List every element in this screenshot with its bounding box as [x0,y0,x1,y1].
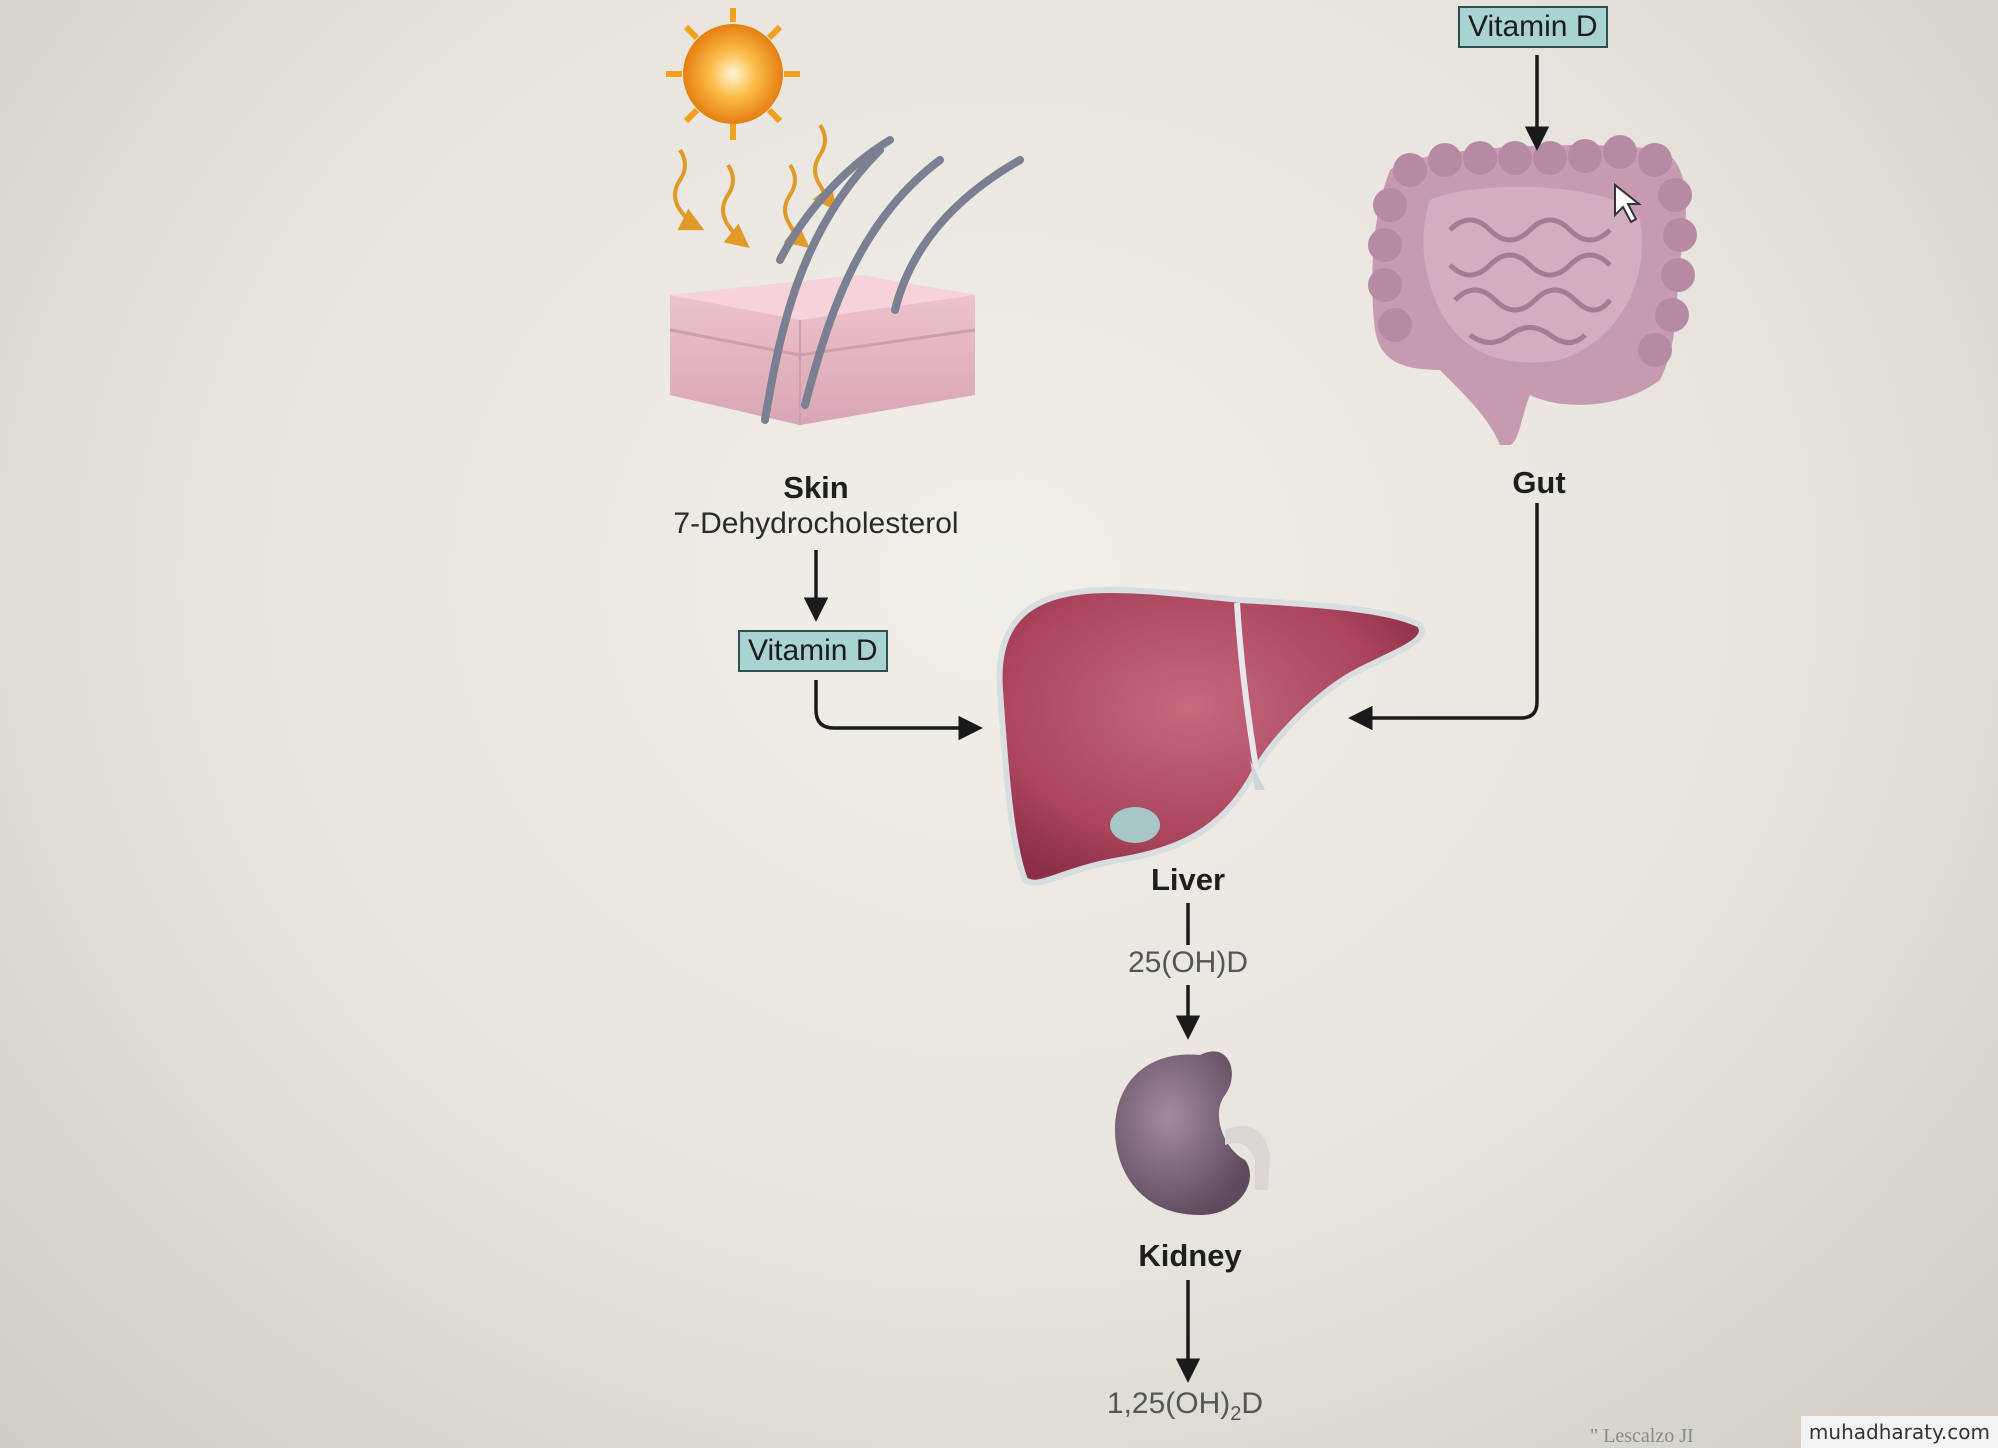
kidney-product-main: 1,25(OH) [1106,1387,1231,1420]
cursor-icon [1614,182,1642,224]
kidney-illustration [1115,1051,1270,1215]
kidney-label: Kidney [1138,1238,1242,1273]
liver-product-label: 25(OH)D [1127,946,1249,979]
gut-label: Gut [1512,465,1566,500]
watermark: muhadharaty.com [1800,1416,1998,1448]
liver-label: Liver [1150,862,1226,897]
skin-illustration [669,136,1024,425]
skin-vitamin-d-box: Vitamin D [738,630,888,672]
kidney-product-subscript: 2 [1230,1403,1242,1425]
faint-footer-text: " Lescalzo JI [1590,1425,1694,1447]
kidney-product-label: 1,25(OH)2D [1107,1387,1263,1426]
skin-label: Skin [783,470,849,505]
kidney-product-end: D [1241,1387,1264,1420]
skin-substrate-label: 7-Dehydrocholesterol [673,507,959,540]
gut-vitamin-d-box: Vitamin D [1458,6,1608,48]
gut-illustration [1368,135,1697,445]
liver-illustration [996,586,1425,886]
pathway-arrows [803,55,1550,1383]
uv-rays [673,123,837,248]
sun-icon [666,8,800,140]
